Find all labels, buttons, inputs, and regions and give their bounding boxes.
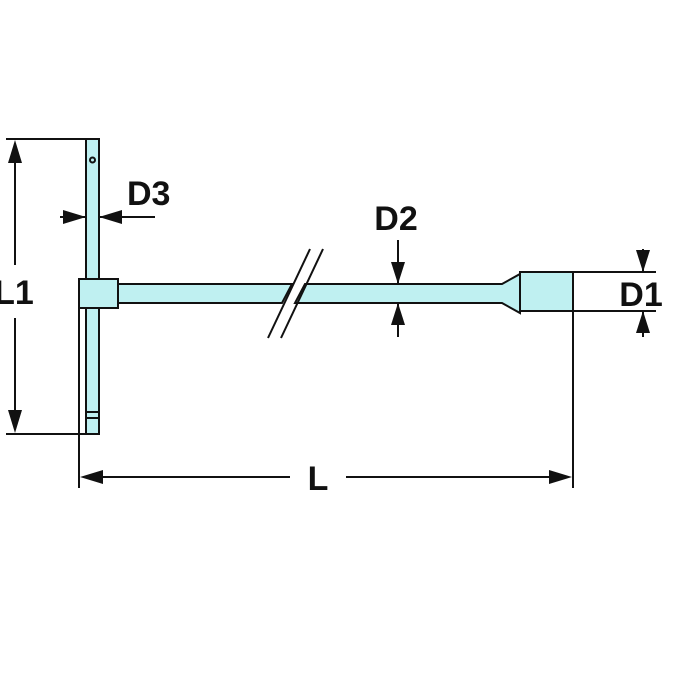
- arrowhead: [636, 311, 650, 333]
- dimension-d3: D3: [60, 175, 170, 224]
- socket-head: [519, 271, 574, 312]
- shaft-right: [293, 272, 521, 315]
- arrowhead: [636, 250, 650, 272]
- break-line: [280, 248, 324, 339]
- arrowhead: [391, 303, 405, 325]
- label-d2: D2: [374, 200, 417, 238]
- shaft-left: [117, 283, 294, 304]
- arrowhead: [549, 470, 572, 484]
- label-l: L: [308, 460, 329, 498]
- label-d3: D3: [127, 175, 170, 213]
- dimension-l: L: [78, 308, 574, 498]
- wrench-body: [78, 138, 574, 435]
- t-bar-hole: [89, 156, 96, 164]
- dimension-d1: D1: [573, 249, 663, 337]
- arrowhead: [80, 470, 103, 484]
- label-l1: L1: [0, 274, 34, 312]
- arrowhead: [391, 262, 405, 284]
- arrowhead: [8, 410, 22, 433]
- break-line: [267, 248, 311, 339]
- dimension-l1: L1: [0, 138, 86, 435]
- label-d1: D1: [619, 276, 662, 314]
- dimension-d2: D2: [374, 200, 418, 337]
- arrowhead: [63, 210, 86, 224]
- arrowhead: [8, 140, 22, 163]
- arrowhead: [99, 210, 122, 224]
- sliding-hub: [78, 278, 119, 309]
